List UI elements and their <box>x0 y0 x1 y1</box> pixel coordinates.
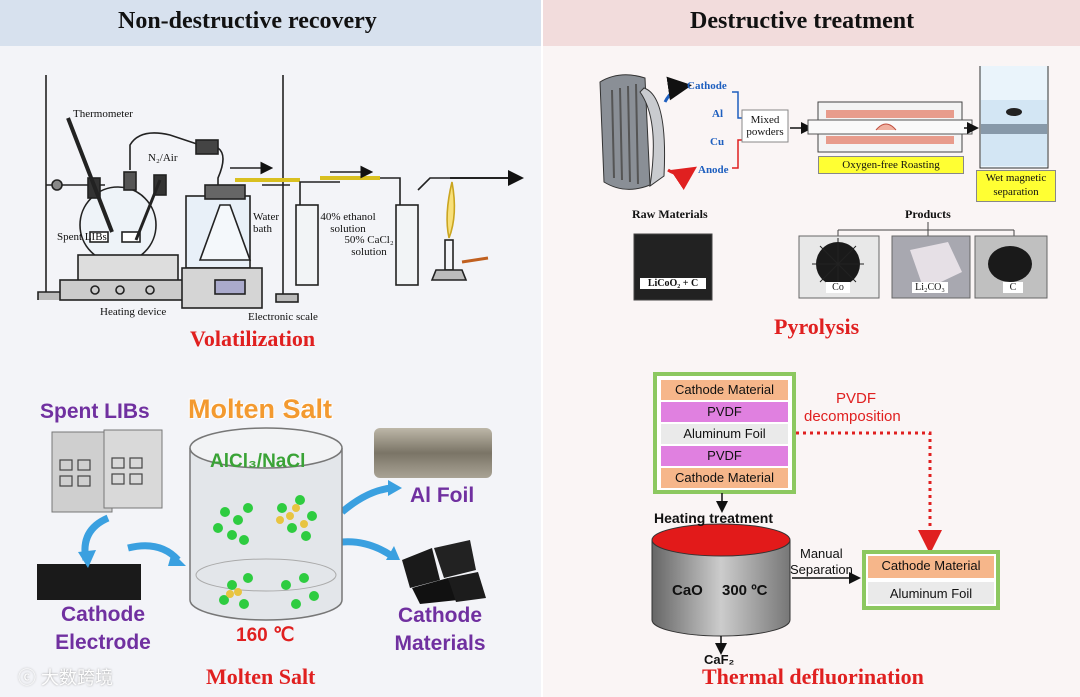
heating-treatment-label: Heating treatment <box>654 510 774 526</box>
watermark: ⓒ 大数跨境 <box>18 664 113 690</box>
result-aluminum-foil: Aluminum Foil <box>889 586 973 601</box>
cathode-electrode-label-line2: Electrode <box>55 631 151 654</box>
watermark-text: 大数跨境 <box>41 668 114 688</box>
layer-cathode-material-top: Cathode Material <box>661 380 788 400</box>
right-header <box>543 0 1080 46</box>
molten-salt-header: Molten Salt <box>188 394 333 424</box>
al-label: Al <box>712 108 723 120</box>
salt-formula-label: AlCl₃/NaCl <box>210 451 306 472</box>
spent-libs-label: Spent LIBs <box>40 400 150 423</box>
cathode-materials-label-line1: Cathode <box>398 604 482 627</box>
pyrolysis-caption: Pyrolysis <box>774 314 860 339</box>
caf2-label: CaF₂ <box>704 652 735 667</box>
ethanol-solution-label: 40% ethanol solution <box>320 211 376 235</box>
molten-salt-graphics <box>37 427 492 621</box>
raw-sample-label: LiCoO₂ + C <box>640 278 706 289</box>
water-bath-label: Water bath <box>253 211 279 235</box>
pvdf-decomposition-label-line1: PVDF <box>836 390 877 407</box>
product-co-label: Co <box>826 282 850 293</box>
left-header <box>0 0 541 46</box>
molten-salt-caption: Molten Salt <box>206 664 316 689</box>
manual-separation-label-line1: Manual <box>800 546 843 561</box>
cao-label: CaO <box>672 582 703 599</box>
cathode-label: Cathode <box>687 80 727 92</box>
al-foil-label: Al Foil <box>410 484 475 507</box>
layer-cathode-material-bottom: Cathode Material <box>661 468 788 488</box>
result-cathode-material: Cathode Material <box>881 558 981 573</box>
cu-label: Cu <box>710 136 725 148</box>
spent-libs-flask-label: Spent LIBs <box>57 231 107 243</box>
volatilization-caption: Volatilization <box>190 326 316 351</box>
heating-device-label: Heating device <box>100 306 167 318</box>
right-panel-title: Destructive treatment <box>690 8 915 34</box>
cacl2-solution-label: 50% CaCl₂ solution <box>344 234 394 258</box>
volatilization-apparatus <box>37 75 524 309</box>
layer-pvdf-bottom: PVDF <box>661 446 788 466</box>
watermark-logo-icon: ⓒ <box>18 668 36 688</box>
oxygen-free-roasting-label: Oxygen-free Roasting <box>818 156 964 174</box>
defluorination-temperature: 300 ºC <box>722 582 768 599</box>
wet-magnetic-separation-label: Wet magnetic separation <box>976 170 1056 202</box>
molten-salt-temperature: 160 ℃ <box>236 625 295 646</box>
electronic-scale-label: Electronic scale <box>248 311 318 323</box>
left-panel-title: Non-destructive recovery <box>118 8 377 34</box>
layer-pvdf-top: PVDF <box>661 402 788 422</box>
anode-label: Anode <box>698 164 729 176</box>
products-label: Products <box>905 207 951 221</box>
n2-air-label: N₂/Air <box>148 152 178 164</box>
product-li2co3-label: Li₂CO₃ <box>912 282 948 293</box>
cathode-electrode-label-line1: Cathode <box>61 603 145 626</box>
manual-separation-label-line2: Separation <box>790 562 853 577</box>
product-c-label: C <box>1003 282 1023 293</box>
thermal-defluorination-caption: Thermal defluorination <box>702 664 924 689</box>
pyrolysis-graphics <box>599 66 1049 301</box>
thermometer-label: Thermometer <box>73 108 133 120</box>
raw-materials-label: Raw Materials <box>632 207 708 221</box>
mixed-powders-label: Mixed powders <box>746 114 784 138</box>
pvdf-decomposition-label-line2: decomposition <box>804 408 901 425</box>
layer-aluminum-foil: Aluminum Foil <box>661 424 788 444</box>
cathode-materials-label-line2: Materials <box>394 632 486 655</box>
